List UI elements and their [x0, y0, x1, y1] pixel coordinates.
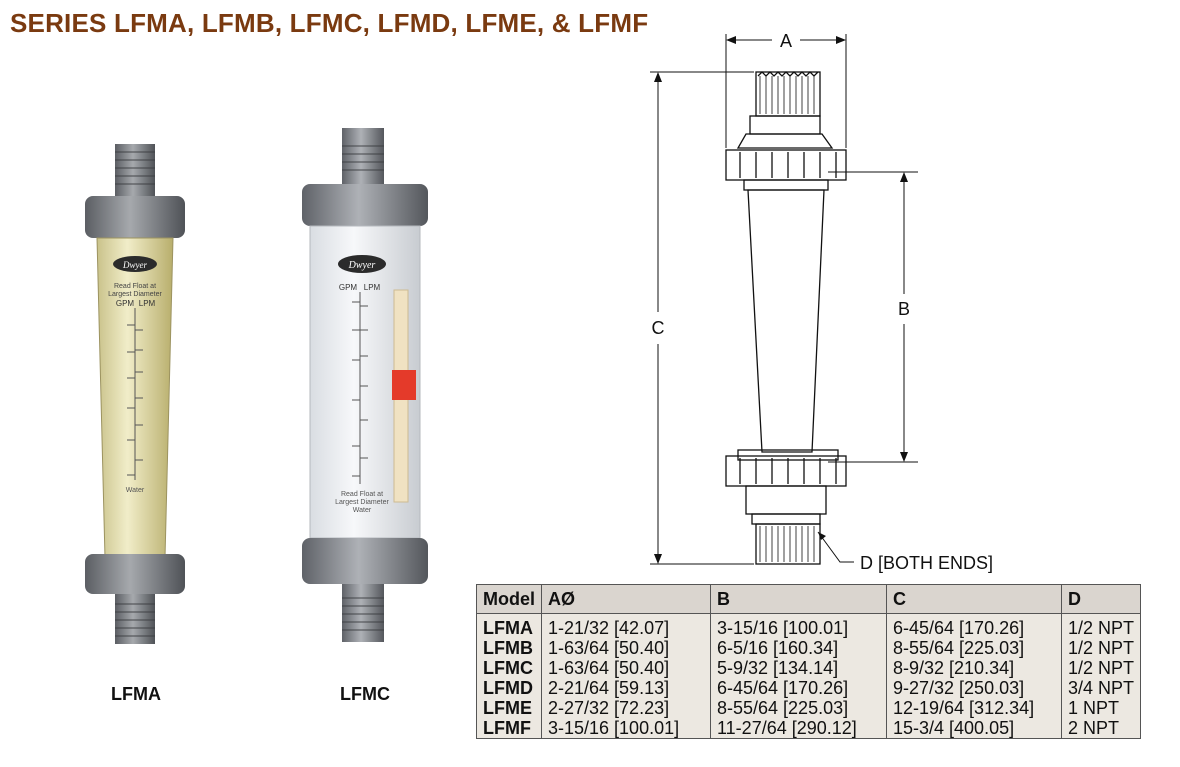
dim-b-cell: 6-5/16 [160.34]: [710, 638, 887, 658]
dim-c-cell: 8-9/32 [210.34]: [886, 658, 1062, 678]
header-c: C: [886, 584, 1062, 614]
dimensions-table: Model AØ B C D LFMA 1-21/32 [42.07] 3-15…: [476, 584, 1142, 739]
model-cell: LFMC: [476, 658, 542, 678]
model-cell: LFMD: [476, 678, 542, 698]
dim-c-cell: 9-27/32 [250.03]: [886, 678, 1062, 698]
dim-a-cell: 1-63/64 [50.40]: [541, 638, 711, 658]
svg-text:Dwyer: Dwyer: [348, 260, 376, 271]
dim-a-cell: 1-63/64 [50.40]: [541, 658, 711, 678]
svg-text:LPM: LPM: [364, 283, 381, 292]
dim-c-cell: 12-19/64 [312.34]: [886, 698, 1062, 718]
svg-text:Largest Diameter: Largest Diameter: [335, 499, 389, 506]
dim-a-cell: 3-15/16 [100.01]: [541, 718, 711, 739]
lfma-flowmeter-image: Dwyer Read Float at Largest Diameter GPM…: [85, 144, 185, 644]
table-row: LFMA 1-21/32 [42.07] 3-15/16 [100.01] 6-…: [476, 613, 1142, 638]
header-model: Model: [476, 584, 542, 614]
model-cell: LFMA: [476, 613, 542, 638]
table-row: LFMD 2-21/64 [59.13] 6-45/64 [170.26] 9-…: [476, 678, 1142, 698]
lfma-caption: LFMA: [111, 684, 161, 704]
model-cell: LFMB: [476, 638, 542, 658]
dimension-drawing: A C B D [BOTH ENDS]: [650, 31, 993, 573]
table-header-row: Model AØ B C D: [476, 584, 1142, 614]
dimension-b-label: B: [898, 299, 910, 319]
dim-d-cell: 1 NPT: [1060, 698, 1142, 718]
svg-text:Largest Diameter: Largest Diameter: [108, 291, 162, 298]
svg-text:Water: Water: [126, 487, 145, 494]
model-cell: LFME: [476, 698, 542, 718]
header-b: B: [710, 584, 887, 614]
dim-b-cell: 3-15/16 [100.01]: [710, 613, 887, 638]
table-row: LFMB 1-63/64 [50.40] 6-5/16 [160.34] 8-5…: [476, 638, 1142, 658]
dim-b-cell: 5-9/32 [134.14]: [710, 658, 887, 678]
dim-d-cell: 1/2 NPT: [1060, 658, 1142, 678]
dim-a-cell: 2-27/32 [72.23]: [541, 698, 711, 718]
svg-text:Read Float at: Read Float at: [341, 491, 383, 498]
dimension-d-label: D [BOTH ENDS]: [860, 553, 993, 573]
dim-d-cell: 1/2 NPT: [1060, 638, 1142, 658]
dim-c-cell: 6-45/64 [170.26]: [886, 613, 1062, 638]
svg-text:GPM: GPM: [339, 283, 358, 292]
dim-b-cell: 6-45/64 [170.26]: [710, 678, 887, 698]
model-cell: LFMF: [476, 718, 542, 739]
dim-d-cell: 1/2 NPT: [1060, 613, 1142, 638]
dim-b-cell: 11-27/64 [290.12]: [710, 718, 887, 739]
svg-text:Water: Water: [353, 507, 372, 514]
lfmc-caption: LFMC: [340, 684, 390, 704]
svg-text:GPM: GPM: [116, 299, 135, 308]
table-row: LFME 2-27/32 [72.23] 8-55/64 [225.03] 12…: [476, 698, 1142, 718]
header-d: D: [1060, 584, 1142, 614]
dimension-a-label: A: [780, 31, 792, 51]
header-a: AØ: [541, 584, 711, 614]
dim-c-cell: 8-55/64 [225.03]: [886, 638, 1062, 658]
table-row: LFMF 3-15/16 [100.01] 11-27/64 [290.12] …: [476, 718, 1142, 739]
svg-text:LPM: LPM: [139, 299, 156, 308]
page-title: SERIES LFMA, LFMB, LFMC, LFMD, LFME, & L…: [10, 8, 649, 38]
dim-c-cell: 15-3/4 [400.05]: [886, 718, 1062, 739]
dim-d-cell: 2 NPT: [1060, 718, 1142, 739]
dim-d-cell: 3/4 NPT: [1060, 678, 1142, 698]
dim-b-cell: 8-55/64 [225.03]: [710, 698, 887, 718]
dim-a-cell: 1-21/32 [42.07]: [541, 613, 711, 638]
table-row: LFMC 1-63/64 [50.40] 5-9/32 [134.14] 8-9…: [476, 658, 1142, 678]
svg-text:Dwyer: Dwyer: [122, 260, 147, 270]
dim-a-cell: 2-21/64 [59.13]: [541, 678, 711, 698]
dimension-c-label: C: [652, 318, 665, 338]
lfmc-flowmeter-image: Dwyer GPM LPM Read Float at Largest Diam…: [302, 128, 428, 642]
svg-text:Read Float at: Read Float at: [114, 283, 156, 290]
